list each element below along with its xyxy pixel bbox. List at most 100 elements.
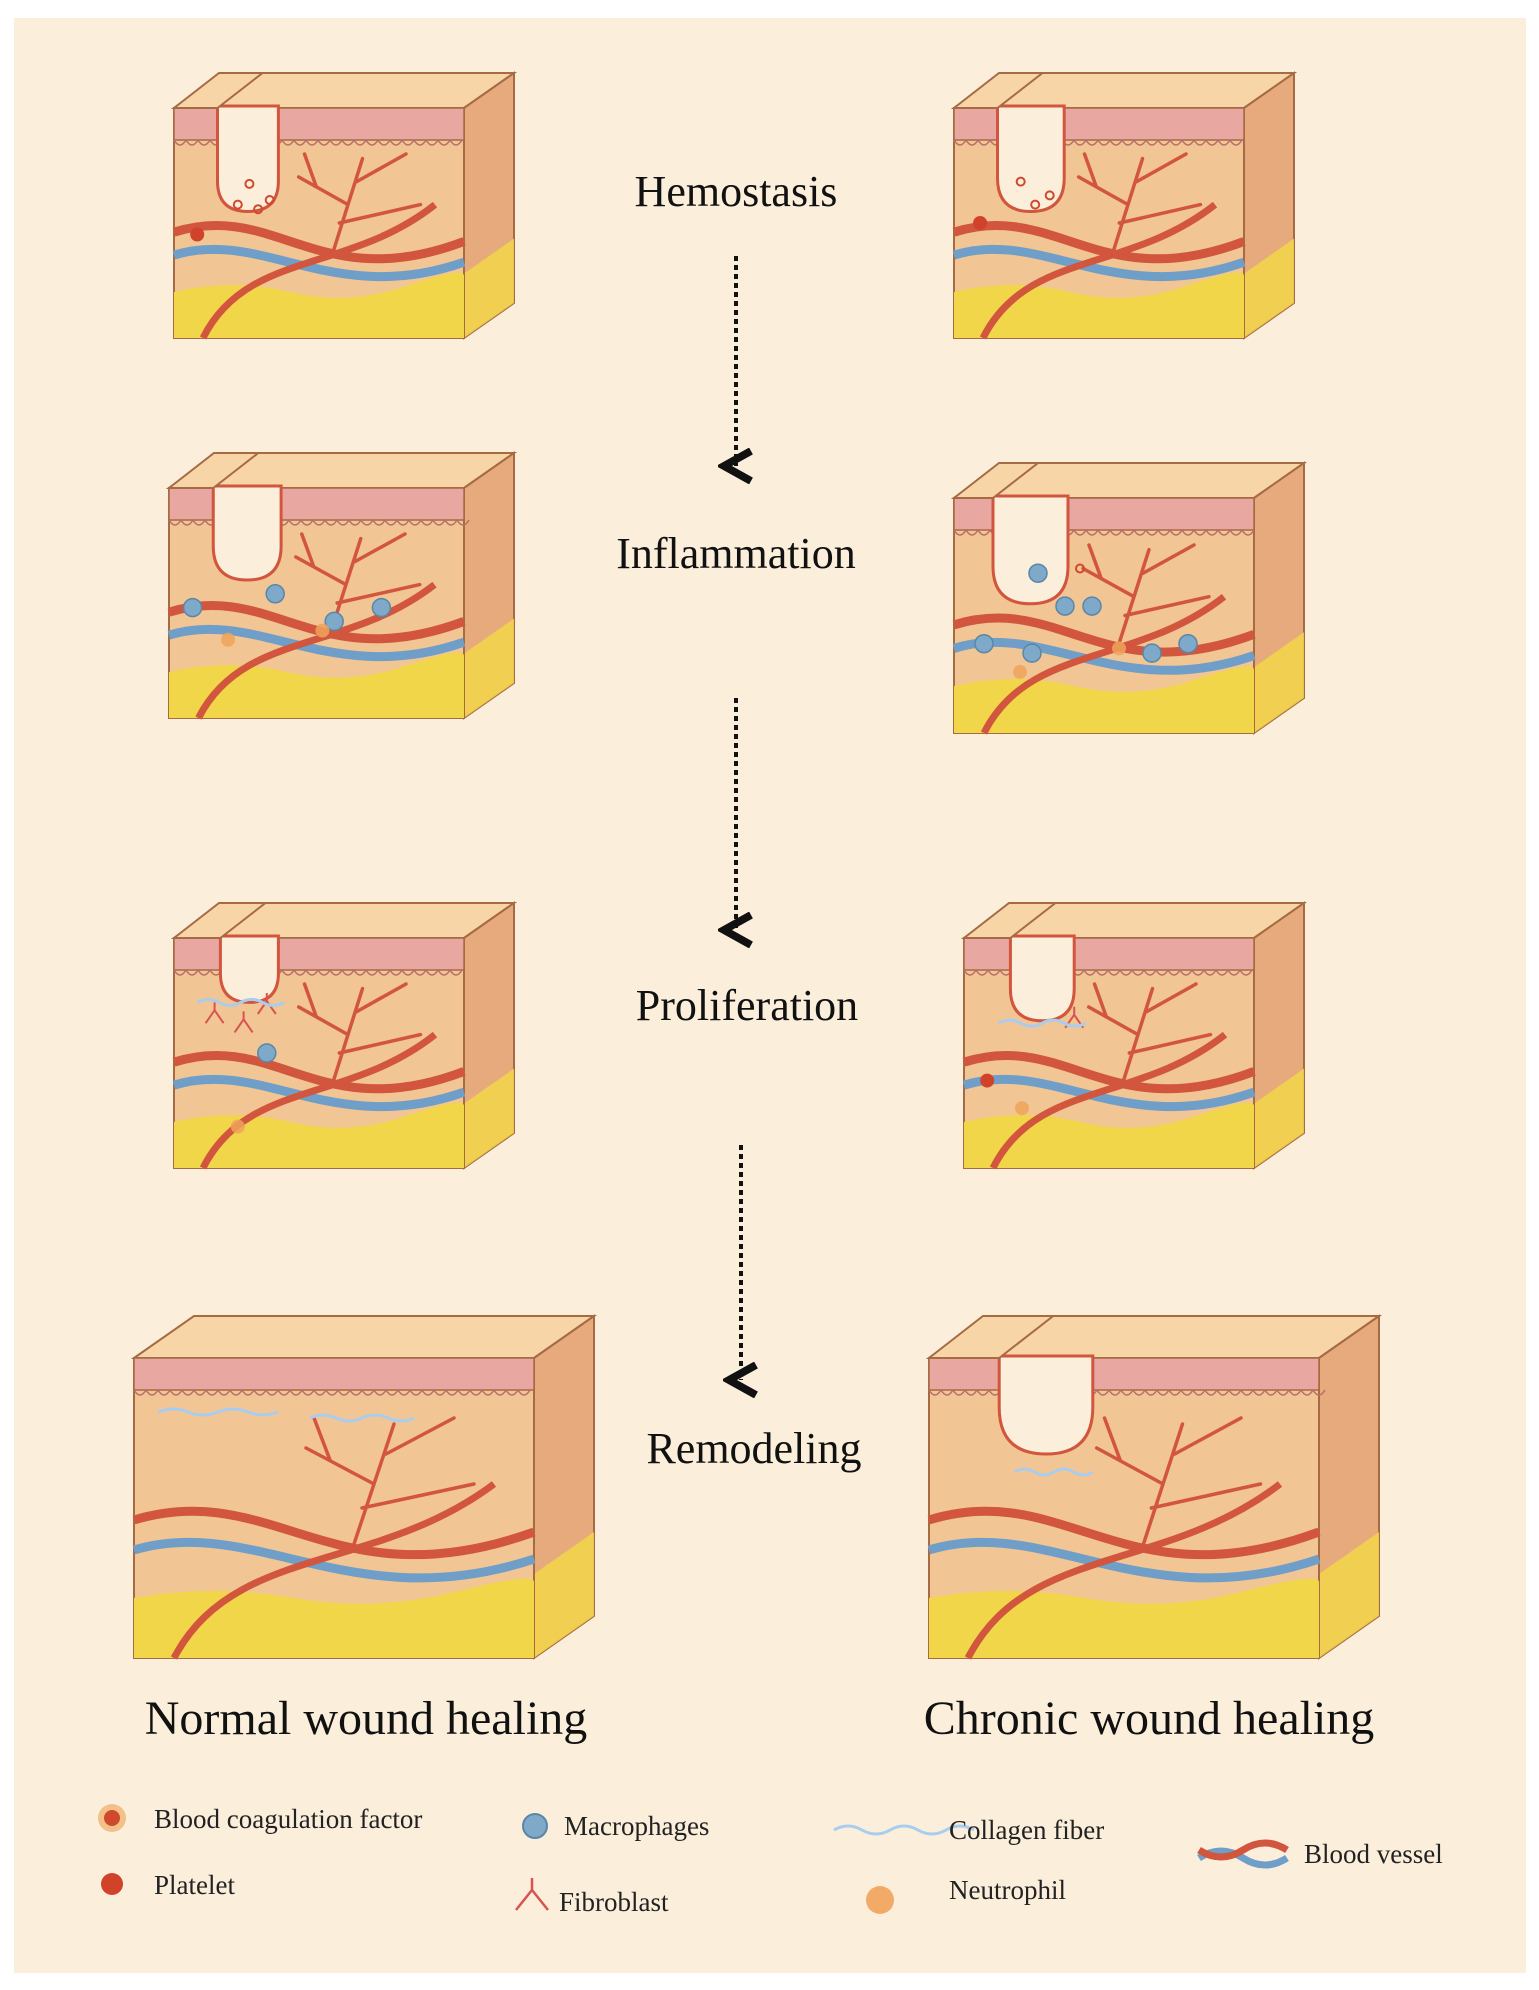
legend-macrophages: Macrophages [522, 1811, 709, 1841]
legend-label-blood-vessel: Blood vessel [1304, 1839, 1443, 1869]
legend-label-collagen-fiber: Collagen fiber [949, 1815, 1104, 1845]
macrophage [1028, 563, 1048, 583]
skin-block-chronic-inflammation [950, 461, 1308, 735]
side-fat [534, 1532, 594, 1658]
capillary-tree [1094, 1416, 1263, 1546]
skin-block-normal-remodeling [130, 1314, 598, 1660]
artery-branch [979, 201, 1218, 340]
capillary-tree [1086, 982, 1213, 1083]
neutrophil [221, 632, 235, 647]
skin-block-chronic-remodeling [925, 1314, 1383, 1660]
wound-edge-left [951, 462, 1041, 499]
neutrophil [1015, 1101, 1029, 1116]
wound-edge-left [926, 1315, 1057, 1359]
wound-edge-left [166, 452, 262, 489]
artery [172, 220, 466, 264]
wound-healing-diagram: Hemostasis Inflammation Proliferation Re… [98, 71, 1443, 1917]
macrophage [1082, 596, 1102, 616]
wound-cavity [1008, 934, 1076, 1023]
neutrophil-icon [866, 1886, 894, 1914]
stage-label-inflammation: Inflammation [616, 529, 856, 578]
side-fat [1254, 1068, 1304, 1168]
fibroblast [233, 1011, 254, 1033]
skin-block-normal-inflammation [165, 451, 518, 720]
wound-edge-left [961, 902, 1059, 939]
epidermis [928, 1357, 1320, 1391]
legend: Blood coagulation factor Platelet Macrop… [98, 1804, 1443, 1917]
top-surface [130, 1315, 598, 1359]
collagen-fiber [196, 997, 285, 1007]
platelet [980, 1073, 995, 1088]
macrophage [1022, 643, 1042, 663]
collagen-fiber [1014, 1467, 1094, 1477]
artery-branch [195, 581, 437, 720]
column-title-normal: Normal wound healing [145, 1692, 588, 1745]
macrophage [1178, 633, 1198, 654]
blood-coagulation-factor [1030, 199, 1041, 210]
wound-edge-left [171, 72, 266, 109]
macrophage [265, 584, 285, 604]
stage-label-remodeling: Remodeling [646, 1424, 861, 1473]
artery [962, 1050, 1256, 1094]
macrophage [1142, 643, 1162, 663]
legend-blood-vessel: Blood vessel [1197, 1839, 1443, 1869]
capillary-tree [296, 152, 423, 253]
macrophage [974, 633, 994, 654]
wound-cavity [991, 494, 1070, 606]
side-fat [464, 618, 514, 718]
legend-fibroblast: Fibroblast [515, 1878, 669, 1917]
artery-branch [989, 1031, 1228, 1170]
fibroblast-icon [515, 1878, 549, 1911]
blood-coagulation-factor-icon-core [104, 1810, 120, 1826]
artery [132, 1506, 536, 1560]
stage-label-proliferation: Proliferation [636, 981, 858, 1030]
collagen-fiber [998, 1018, 1087, 1028]
neutrophil [230, 1119, 245, 1134]
artery [952, 613, 1256, 657]
macrophage [371, 597, 392, 618]
stage-label-hemostasis: Hemostasis [635, 167, 838, 216]
wound-edge-left [171, 902, 269, 939]
artery-branch [980, 593, 1227, 735]
wound-cavity [996, 104, 1066, 214]
neutrophil [315, 623, 330, 638]
wound-cavity [216, 104, 280, 214]
legend-collagen-fiber: Collagen fiber [833, 1815, 1104, 1845]
blood-coagulation-factor [1044, 190, 1055, 201]
column-title-chronic: Chronic wound healing [924, 1692, 1375, 1745]
legend-label-fibroblast: Fibroblast [559, 1887, 669, 1917]
side-fat [464, 238, 514, 338]
platelet [973, 216, 988, 230]
skin-block-normal-proliferation [170, 901, 518, 1170]
legend-neutrophil: Neutrophil [866, 1875, 1066, 1914]
figure-panel: Hemostasis Inflammation Proliferation Re… [14, 18, 1526, 1973]
capillary-tree [304, 1416, 476, 1546]
blood-coagulation-factor [253, 204, 264, 215]
artery [167, 600, 466, 644]
wound-cavity [997, 1354, 1095, 1456]
macrophage [1055, 596, 1075, 616]
macrophage [182, 597, 203, 618]
legend-label-neutrophil: Neutrophil [949, 1875, 1066, 1905]
epidermis [173, 937, 465, 971]
epidermis-ridges [133, 1389, 531, 1396]
macrophage-icon [522, 1813, 548, 1839]
legend-label-platelet: Platelet [154, 1870, 235, 1900]
capillary-tree [1081, 543, 1211, 646]
skin-block-chronic-hemostasis [950, 71, 1298, 340]
capillary-tree [1076, 152, 1203, 253]
legend-label-macrophages: Macrophages [564, 1811, 709, 1841]
legend-platelet: Platelet [101, 1870, 235, 1900]
side-fat [1254, 632, 1304, 733]
wound-cavity [211, 484, 283, 582]
artery-branch [170, 1481, 497, 1660]
artery [172, 1050, 466, 1094]
blood-coagulation-factor [1015, 176, 1026, 187]
wound-edge-left [951, 72, 1046, 109]
macrophage [324, 611, 344, 632]
wound-cavity [218, 934, 280, 1004]
skin-block-chronic-proliferation [960, 901, 1308, 1170]
platelet [190, 227, 205, 242]
collagen-fiber [157, 1407, 279, 1417]
artery-branch [199, 201, 438, 340]
